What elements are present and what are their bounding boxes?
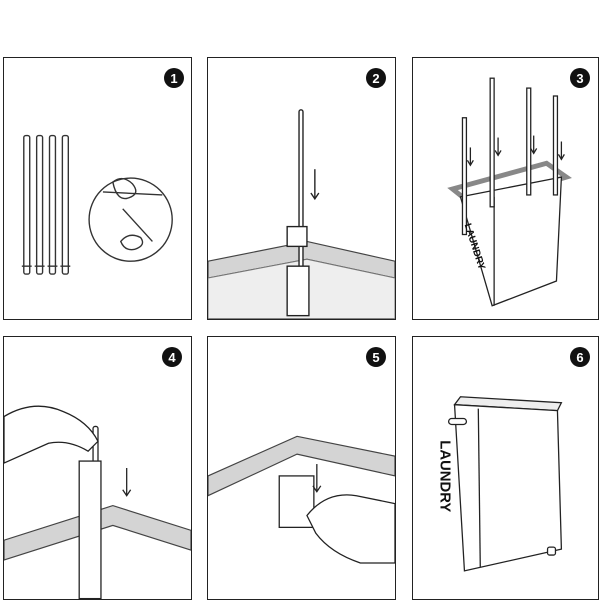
- poles-illustration: [21, 134, 173, 275]
- step-number-badge: 5: [366, 347, 386, 367]
- pocket-secure-illustration: [208, 435, 395, 564]
- frame-assembly-illustration: LAUNDRY: [447, 77, 572, 307]
- step-number-badge: 1: [164, 68, 184, 88]
- step-number-badge: 6: [570, 347, 590, 367]
- finished-hamper-illustration: LAUNDRY: [437, 396, 563, 572]
- step-5-panel: 5: [207, 336, 396, 600]
- pole-insert-illustration: [208, 109, 395, 319]
- step-2-panel: 2: [207, 57, 396, 320]
- hamper-label-text: LAUNDRY: [437, 440, 453, 512]
- step-1-panel: 1: [3, 57, 192, 320]
- step-number-badge: 3: [570, 68, 590, 88]
- step-number-badge: 2: [366, 68, 386, 88]
- step-3-panel: LAUNDRY 3: [412, 57, 599, 320]
- step-4-panel: 4: [3, 336, 192, 600]
- pole-pocket-illustration: [4, 405, 191, 599]
- step-6-panel: LAUNDRY 6: [412, 336, 599, 600]
- step-number-badge: 4: [162, 347, 182, 367]
